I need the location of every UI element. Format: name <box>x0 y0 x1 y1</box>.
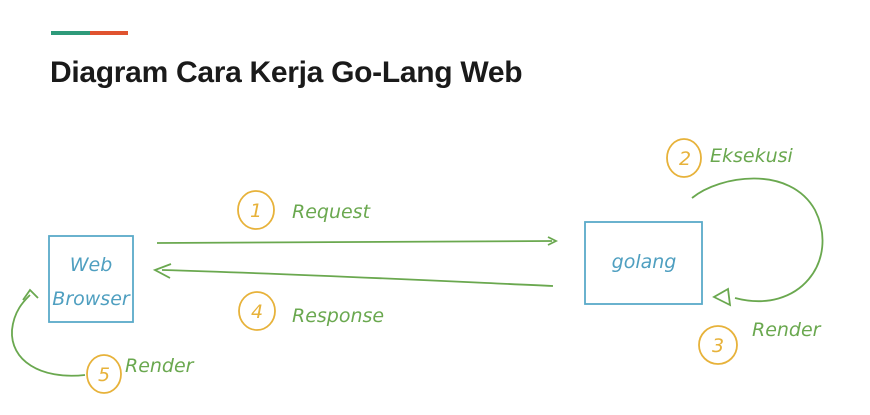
request-arrow <box>156 240 553 244</box>
accent-bar-orange <box>89 31 128 35</box>
response-arrow <box>161 269 554 287</box>
eksekusi-loop-arrow-head <box>712 287 732 307</box>
step-3-circle <box>698 325 738 365</box>
title-accent-bar <box>51 31 128 35</box>
accent-bar-green <box>51 31 90 35</box>
step-3-label: Render <box>752 319 822 341</box>
web-browser-box <box>48 235 134 323</box>
golang-box <box>584 221 703 305</box>
slide-title: Diagram Cara Kerja Go-Lang Web <box>50 56 523 89</box>
step-4-number: 4 <box>251 301 263 323</box>
step-2-number: 2 <box>679 148 691 170</box>
step-2-circle <box>666 138 702 178</box>
eksekusi-loop-arrow <box>691 177 824 303</box>
step-1-label: Request <box>292 201 372 223</box>
web-browser-label-line1: Web <box>70 254 113 276</box>
browser-render-loop-arrow-head <box>22 288 39 301</box>
step-3-number: 3 <box>712 335 724 357</box>
step-1-number: 1 <box>250 200 262 222</box>
golang-box-label: golang <box>612 251 677 273</box>
step-2-label: Eksekusi <box>710 145 794 167</box>
web-browser-label-line2: Browser <box>52 288 131 310</box>
request-arrow-head <box>547 236 559 246</box>
step-4-label: Response <box>292 305 384 327</box>
step-5-circle <box>86 354 122 394</box>
step-1-circle <box>237 190 275 230</box>
browser-render-loop-arrow <box>11 294 86 377</box>
step-5-label: Render <box>125 355 195 377</box>
step-5-number: 5 <box>98 364 110 386</box>
response-arrow-head <box>152 263 172 279</box>
step-4-circle <box>238 291 276 331</box>
